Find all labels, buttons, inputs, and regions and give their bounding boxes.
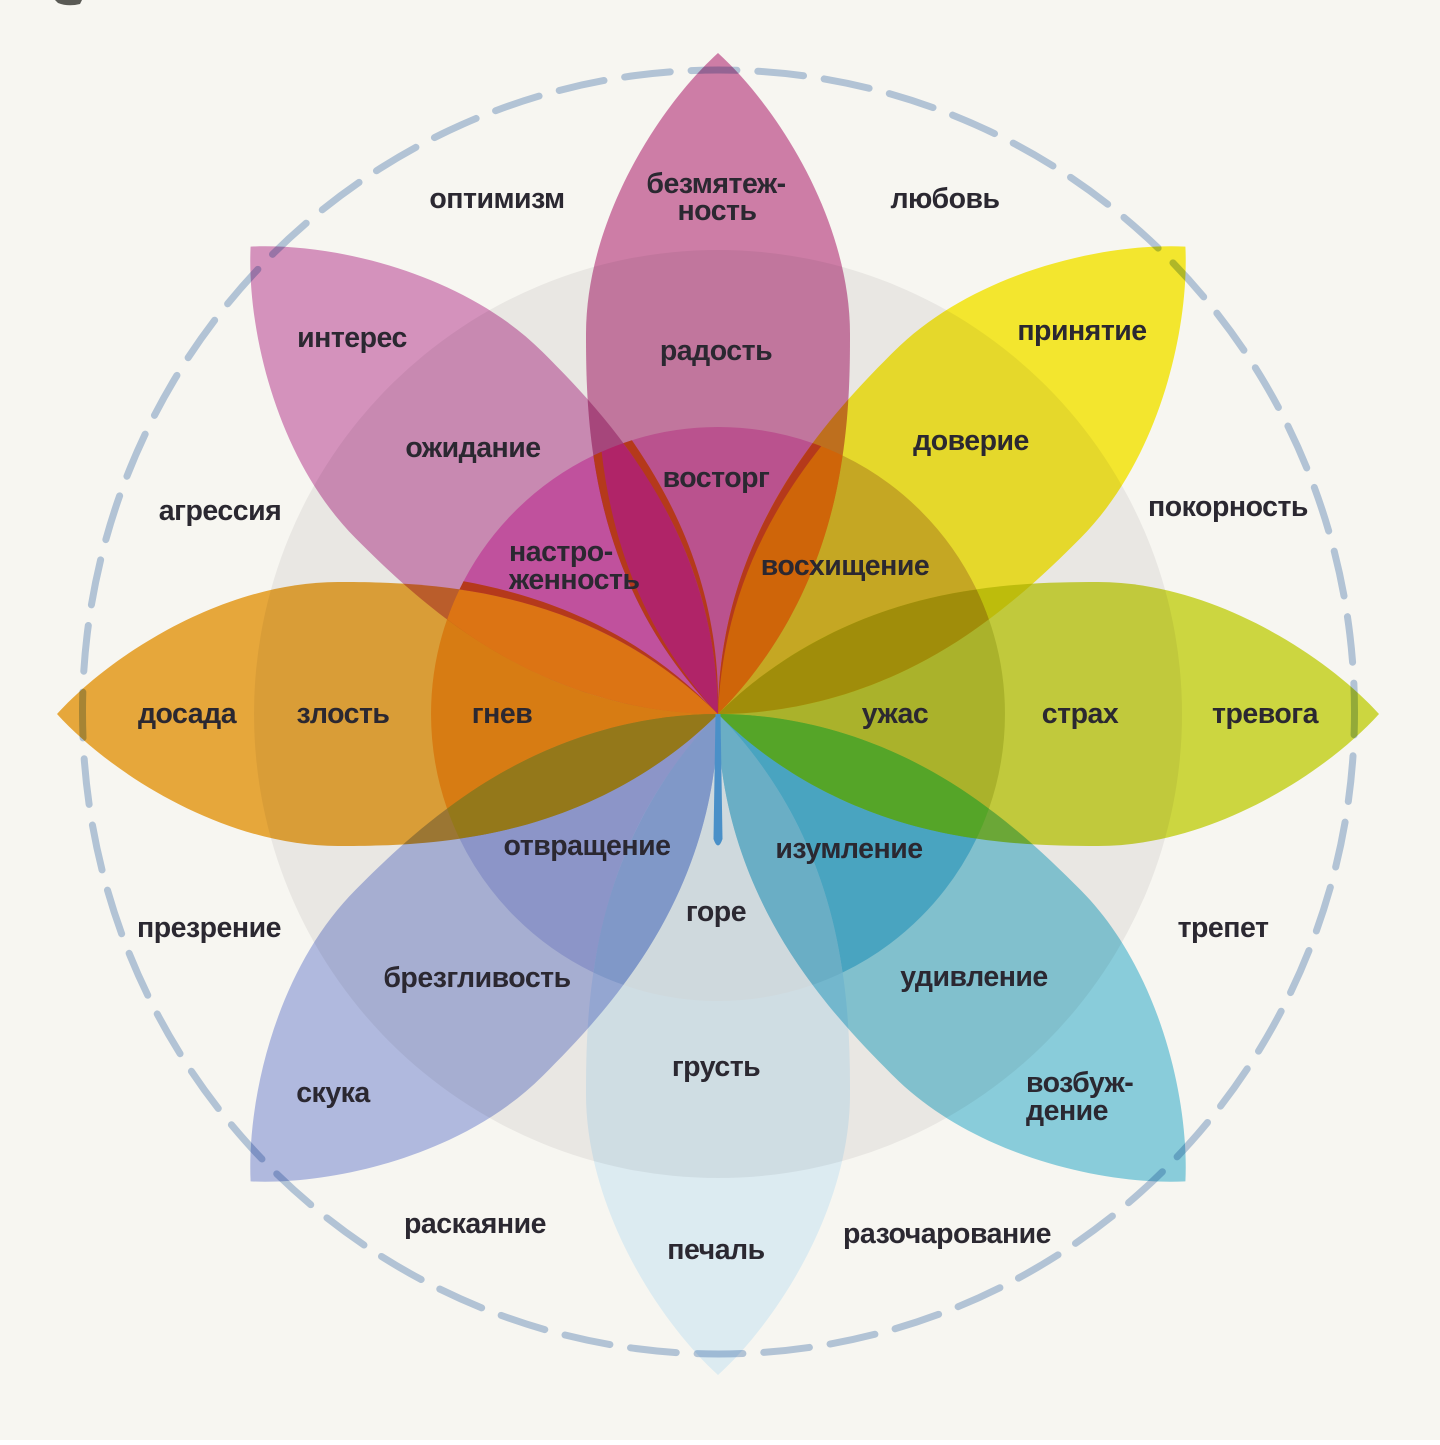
svg-text:досада: досада: [138, 698, 238, 730]
svg-text:настро-: настро-: [509, 536, 613, 568]
svg-text:безмятеж-: безмятеж-: [646, 168, 785, 200]
svg-text:восхищение: восхищение: [761, 550, 930, 582]
svg-text:принятие: принятие: [1017, 315, 1146, 347]
svg-text:доверие: доверие: [913, 425, 1029, 457]
svg-text:трепет: трепет: [1178, 912, 1269, 944]
svg-text:женность: женность: [508, 564, 639, 596]
svg-text:злость: злость: [297, 698, 390, 730]
svg-text:дение: дение: [1026, 1095, 1108, 1127]
svg-text:радость: радость: [660, 335, 772, 367]
svg-text:тревога: тревога: [1212, 698, 1320, 730]
svg-text:любовь: любовь: [890, 183, 999, 215]
svg-text:презрение: презрение: [137, 912, 281, 944]
svg-text:оптимизм: оптимизм: [429, 183, 564, 215]
svg-text:грусть: грусть: [672, 1051, 760, 1083]
svg-text:гнев: гнев: [472, 698, 532, 730]
svg-text:разочарование: разочарование: [843, 1218, 1051, 1250]
svg-text:страх: страх: [1042, 698, 1119, 730]
svg-text:восторг: восторг: [663, 462, 770, 494]
svg-text:печаль: печаль: [667, 1234, 764, 1266]
svg-text:удивление: удивление: [900, 961, 1048, 993]
svg-text:скука: скука: [296, 1077, 371, 1109]
svg-text:агрессия: агрессия: [159, 495, 281, 527]
svg-text:изумление: изумление: [775, 833, 922, 865]
svg-text:ность: ность: [677, 195, 756, 227]
svg-text:покорность: покорность: [1148, 491, 1308, 523]
svg-text:ужас: ужас: [862, 698, 929, 730]
svg-text:горе: горе: [686, 896, 746, 928]
svg-text:ожидание: ожидание: [405, 432, 540, 464]
svg-text:раскаяние: раскаяние: [404, 1208, 546, 1240]
svg-text:брезгливость: брезгливость: [383, 962, 570, 994]
svg-text:возбуж-: возбуж-: [1026, 1067, 1133, 1099]
svg-text:отвращение: отвращение: [504, 830, 671, 862]
svg-text:интерес: интерес: [297, 322, 407, 354]
